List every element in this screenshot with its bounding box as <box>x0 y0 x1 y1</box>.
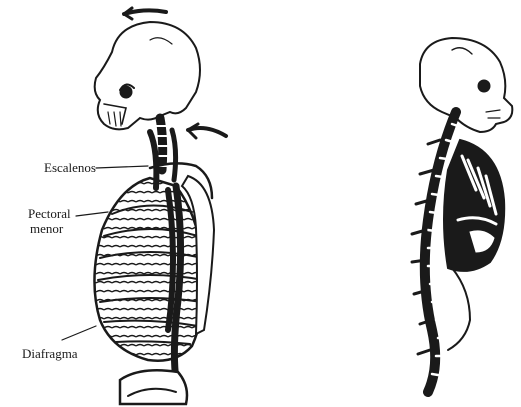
label-pec-minor-line2: menor <box>30 221 64 236</box>
left-skeleton-figure <box>62 8 226 404</box>
label-scalenes: Escalenos <box>44 160 96 175</box>
right-skeleton-figure <box>412 38 512 392</box>
diaphragm-leader <box>62 326 96 340</box>
scalenes-leader <box>96 166 148 168</box>
pelvis <box>120 370 187 404</box>
label-diaphragm: Diafragma <box>22 346 78 361</box>
skull <box>95 22 200 129</box>
label-pec-minor-line1: Pectoral <box>28 206 71 221</box>
pec-minor-leader <box>76 212 108 216</box>
